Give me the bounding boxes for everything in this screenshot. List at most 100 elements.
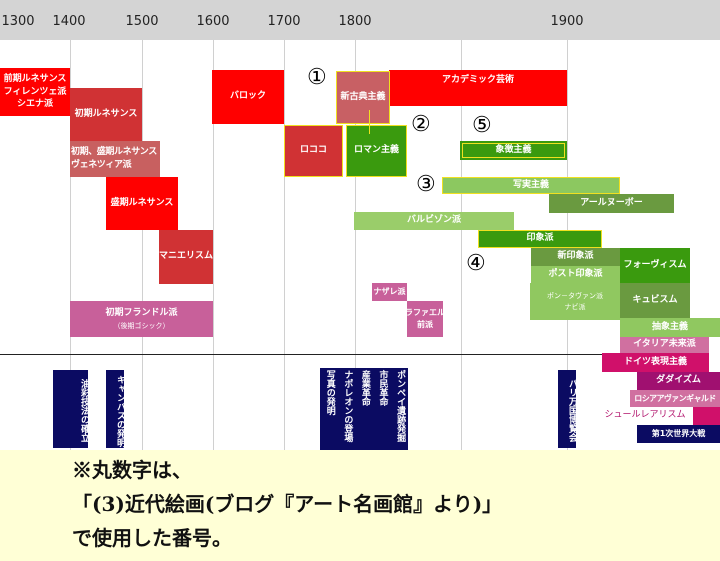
academic-block: アカデミック芸術 xyxy=(389,70,567,106)
label: フィレンツェ派 xyxy=(3,86,67,97)
label: 抽象主義 xyxy=(651,321,688,332)
label: 初期、盛期ルネサンス xyxy=(71,146,157,157)
flemish-block: 初期フランドル派 （後期ゴシック） xyxy=(70,301,213,337)
symbolism-block: 象徴主義 xyxy=(460,141,567,160)
label: アールヌーボー xyxy=(580,197,643,208)
expressionism-block: ドイツ表現主義 xyxy=(602,353,709,372)
label: シエナ派 xyxy=(16,99,53,110)
label: 新印象派 xyxy=(557,251,594,262)
grid-line xyxy=(142,40,143,450)
grid-line xyxy=(284,40,285,450)
label: 第1次世界大戦 xyxy=(651,429,706,438)
label: 新古典主義 xyxy=(340,91,386,102)
event-napoleon: ナポレオンの登場 xyxy=(342,370,353,442)
grid-line xyxy=(461,40,462,450)
cubism-block: キュビスム xyxy=(620,283,690,318)
neoclassicism-block: 新古典主義 xyxy=(336,71,390,124)
year-label: 1700 xyxy=(267,14,301,29)
label: ロココ xyxy=(299,145,327,156)
grid-line xyxy=(70,40,71,450)
marker-4: ④ xyxy=(466,251,486,276)
surrealism-block xyxy=(693,407,720,425)
event-canvas: キャンバスの発明 xyxy=(106,370,125,448)
pre-raphaelite-block: ラファエル前派 xyxy=(405,301,445,337)
early-renaissance-block: 初期ルネサンス xyxy=(70,88,142,141)
marker-5: ⑤ xyxy=(472,113,492,138)
label: ナビ派 xyxy=(564,302,586,311)
event-civil-revolution: 市民革命 xyxy=(377,370,388,406)
divider xyxy=(0,354,605,355)
label: 初期フランドル派 xyxy=(105,308,178,318)
label: 盛期ルネサンス xyxy=(110,197,174,208)
label: ロシアアヴァンギャルド xyxy=(634,393,716,403)
realism-block: 写実主義 xyxy=(442,177,620,194)
rococo-block: ロココ xyxy=(284,125,343,177)
art-nouveau-block: アールヌーボー xyxy=(549,194,674,213)
event-oil-painting: 油彩技法の確立 xyxy=(53,370,89,448)
label: ポスト印象派 xyxy=(548,268,603,279)
marker-3: ③ xyxy=(416,172,436,197)
label: 前期ルネサンス xyxy=(3,74,67,85)
label: マニエリスム xyxy=(159,251,214,262)
high-renaissance-block: 盛期ルネサンス xyxy=(106,177,178,230)
ww1-block: 第1次世界大戦 xyxy=(637,425,720,443)
label: 象徴主義 xyxy=(462,143,565,158)
surrealism-label: シュールレアリスム xyxy=(604,410,686,421)
grid-line xyxy=(213,40,214,450)
label: キュビスム xyxy=(632,294,678,305)
label: ラファエル xyxy=(405,308,445,317)
label: アカデミック芸術 xyxy=(441,75,514,85)
event-pompeii: ポンペイ遺跡発掘 xyxy=(395,370,406,442)
year-label: 1500 xyxy=(125,14,159,29)
label: ポン－タヴァン派 xyxy=(547,292,603,300)
label: ヴェネツィア派 xyxy=(71,160,132,170)
label: バルビゾン派 xyxy=(406,215,461,226)
event-paris-expo: パリ万国博覧会 xyxy=(558,370,577,448)
note-line: ※丸数字は、 xyxy=(72,458,192,482)
dadaism-block: ダダイズム xyxy=(637,372,720,390)
russian-avantgarde-block: ロシアアヴァンギャルド xyxy=(630,390,720,407)
year-label: 1400 xyxy=(52,14,86,29)
neo-impressionism-block: 新印象派 xyxy=(531,248,620,266)
label: ドイツ表現主義 xyxy=(623,356,687,367)
label: 写実主義 xyxy=(512,179,549,190)
arrow-icon xyxy=(369,110,370,134)
event-industrial-revolution: 産業革命 xyxy=(359,370,370,406)
abstract-block: 抽象主義 xyxy=(620,318,720,337)
baroque-block: バロック xyxy=(212,70,284,124)
year-header xyxy=(0,0,720,40)
pont-aven-block: ポン－タヴァン派ナビ派 xyxy=(530,283,620,320)
label: 前派 xyxy=(417,320,433,329)
label: イタリア未来派 xyxy=(633,339,696,350)
romanticism-block: ロマン主義 xyxy=(346,125,407,177)
barbizon-block: バルビゾン派 xyxy=(354,212,514,230)
event-photography: 写真の発明 xyxy=(324,370,335,415)
label: （後期ゴシック） xyxy=(113,321,170,330)
impressionism-block: 印象派 xyxy=(478,230,602,248)
mannerism-block: マニエリスム xyxy=(159,230,213,284)
year-label: 1800 xyxy=(338,14,372,29)
note-line: で使用した番号。 xyxy=(72,526,232,550)
year-label: 1300 xyxy=(1,14,35,29)
footnote: ※丸数字は、 「(3)近代絵画(ブログ『アート名画館』より)」 で使用した番号。 xyxy=(0,450,720,561)
nazarene-block: ナザレ派 xyxy=(372,283,407,301)
label: ロマン主義 xyxy=(353,145,399,156)
year-label: 1600 xyxy=(196,14,230,29)
post-impressionism-block: ポスト印象派 xyxy=(531,266,620,283)
venetian-block: 初期、盛期ルネサンスヴェネツィア派 xyxy=(70,141,160,177)
early-ren-block: 前期ルネサンスフィレンツェ派シエナ派 xyxy=(0,68,70,116)
fauvism-block: フォーヴィスム xyxy=(620,248,690,283)
label: ダダイズム xyxy=(656,375,701,386)
label: バロック xyxy=(229,91,266,102)
year-label: 1900 xyxy=(550,14,584,29)
label: 印象派 xyxy=(526,233,554,244)
note-line: 「(3)近代絵画(ブログ『アート名画館』より)」 xyxy=(72,492,503,516)
marker-2: ② xyxy=(411,112,431,137)
label: ナザレ派 xyxy=(373,287,406,296)
marker-1: ① xyxy=(307,65,327,90)
label: フォーヴィスム xyxy=(623,259,687,270)
label: 初期ルネサンス xyxy=(74,108,138,119)
event-group: ポンペイ遺跡発掘 市民革命 産業革命 ナポレオンの登場 写真の発明 xyxy=(320,368,408,450)
grid-line xyxy=(355,40,356,450)
